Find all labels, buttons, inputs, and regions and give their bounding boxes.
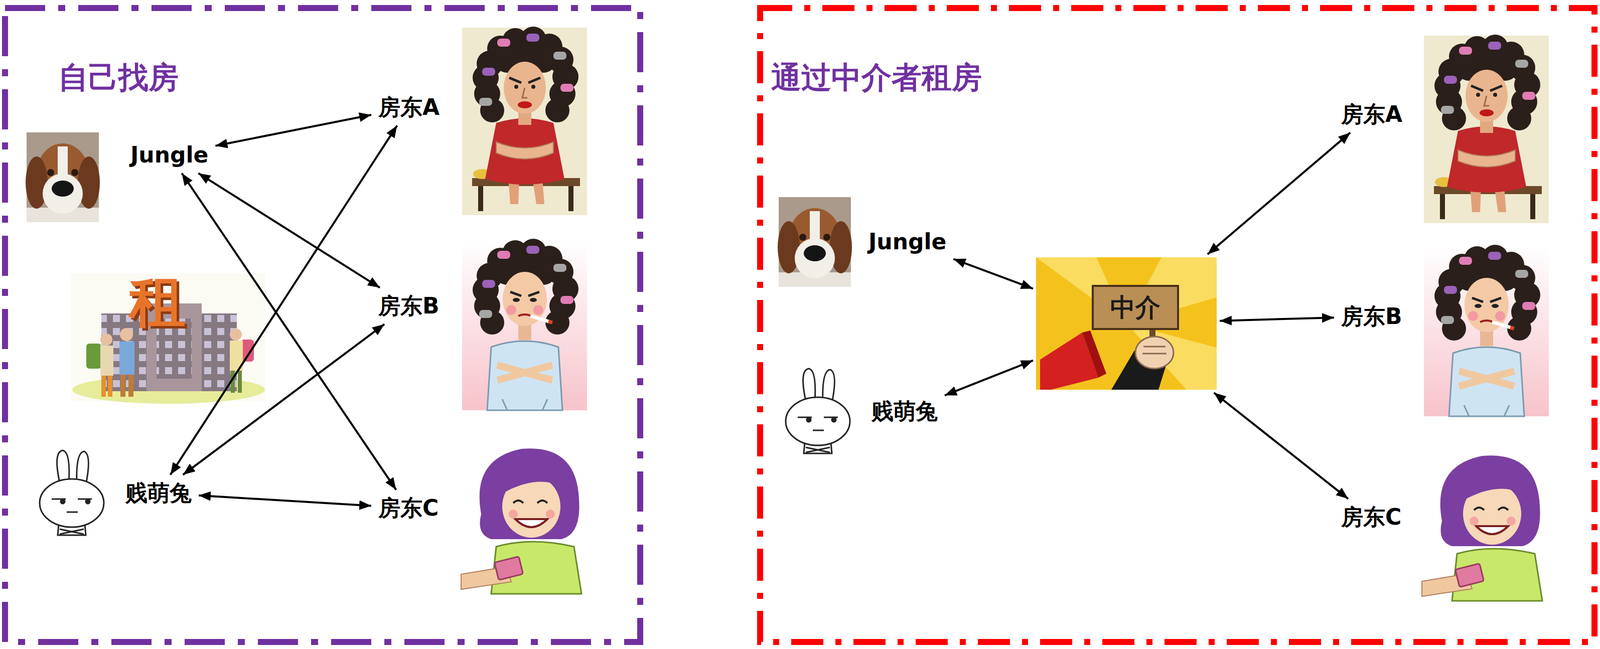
panel-border (5, 8, 641, 643)
person-label: Jungle (126, 139, 213, 171)
tenant-icon (777, 197, 852, 287)
arrow-connector (953, 258, 1034, 289)
landlord-portrait (1423, 244, 1549, 417)
person-label: 房东B (1337, 301, 1407, 333)
sign-lettering: 租 (129, 270, 186, 333)
arrow-connector (198, 173, 380, 288)
rental-illustration (100, 345, 114, 376)
node-text: 房东C (1341, 504, 1402, 531)
scenario-panel: 自己找房 Jungle 房东A 房东B 房东C 贱萌兔 (2, 5, 644, 646)
person-label: Jungle (864, 226, 951, 258)
panel-border (760, 8, 1595, 643)
agent-badge: 中介 (1036, 257, 1217, 390)
rental-illustration (229, 328, 242, 341)
tenant-icon (39, 450, 104, 536)
agent-illustration (1036, 257, 1217, 390)
landlord-portrait (1423, 34, 1549, 224)
arrow-connector (1219, 317, 1335, 322)
rental-illustration (107, 375, 113, 397)
landlord-portrait (1423, 244, 1549, 417)
arrow-connector (198, 495, 372, 507)
rental-illustration (119, 328, 135, 397)
panel-border (757, 5, 1598, 646)
agent-illustration (1082, 330, 1107, 378)
landlord-portrait (1421, 446, 1548, 602)
node-text: 房东B (378, 293, 440, 320)
person-label: 房东B (374, 291, 444, 322)
person-label: 房东C (1337, 502, 1406, 533)
tenant-icon (785, 368, 850, 454)
person-label: 房东A (1337, 99, 1407, 130)
node-text: Jungle (868, 228, 947, 256)
landlord-portrait (462, 238, 588, 411)
arrow-connector (1207, 132, 1351, 255)
landlord-portrait (462, 238, 588, 411)
arrow-connector (183, 324, 385, 475)
rental-illustration (229, 328, 254, 393)
node-text: 房东C (378, 495, 439, 522)
landlord-portrait (1423, 34, 1549, 224)
rental-illustration (101, 375, 106, 397)
tenant-icon (25, 132, 100, 223)
landlord-portrait (461, 439, 588, 595)
rental-illustration (86, 333, 114, 397)
rental-illustration (128, 374, 134, 397)
sign-text: 中介 (1092, 285, 1179, 330)
arrow-connector (1214, 392, 1349, 500)
node-text: 房东A (378, 94, 440, 121)
agent-illustration (1036, 257, 1217, 390)
landlord-portrait (461, 439, 588, 595)
tenant-icon (785, 368, 850, 454)
agent-illustration (1135, 336, 1174, 369)
landlord-portrait (462, 26, 588, 216)
rental-illustration (100, 333, 113, 346)
scenario-panel: 通过中介者租房 Jungle 贱萌兔 中介 房东A 房东B 房东C (757, 5, 1598, 646)
agent-illustration (1092, 285, 1179, 330)
panel-title: 自己找房 (58, 59, 179, 96)
person-label: 房东C (374, 493, 443, 524)
tenant-icon (777, 197, 852, 287)
person-label: 贱萌兔 (121, 478, 196, 509)
panel-border (2, 5, 644, 646)
person-label: 贱萌兔 (867, 396, 942, 427)
landlord-portrait (1421, 446, 1548, 602)
arrow-connector (170, 125, 398, 475)
arrow-connector (944, 360, 1034, 396)
node-text: 贱萌兔 (125, 480, 192, 507)
node-text: 房东A (1341, 101, 1403, 128)
tenant-icon (39, 450, 104, 536)
person-label: 房东A (374, 92, 444, 123)
rental-illustration (119, 341, 135, 375)
rental-illustration (237, 370, 242, 393)
node-text: 房东B (1341, 303, 1403, 331)
landlord-portrait (462, 26, 588, 216)
node-text: Jungle (130, 141, 209, 169)
rental-illustration (86, 343, 102, 369)
rental-illustration (120, 374, 126, 397)
node-text: 贱萌兔 (871, 398, 938, 425)
arrow-connector (215, 114, 372, 147)
agent-illustration (1036, 257, 1217, 390)
agent-illustration (1142, 346, 1167, 354)
tenant-icon (25, 132, 100, 223)
arrow-connector (181, 173, 396, 490)
panel-title: 通过中介者租房 (771, 59, 982, 96)
